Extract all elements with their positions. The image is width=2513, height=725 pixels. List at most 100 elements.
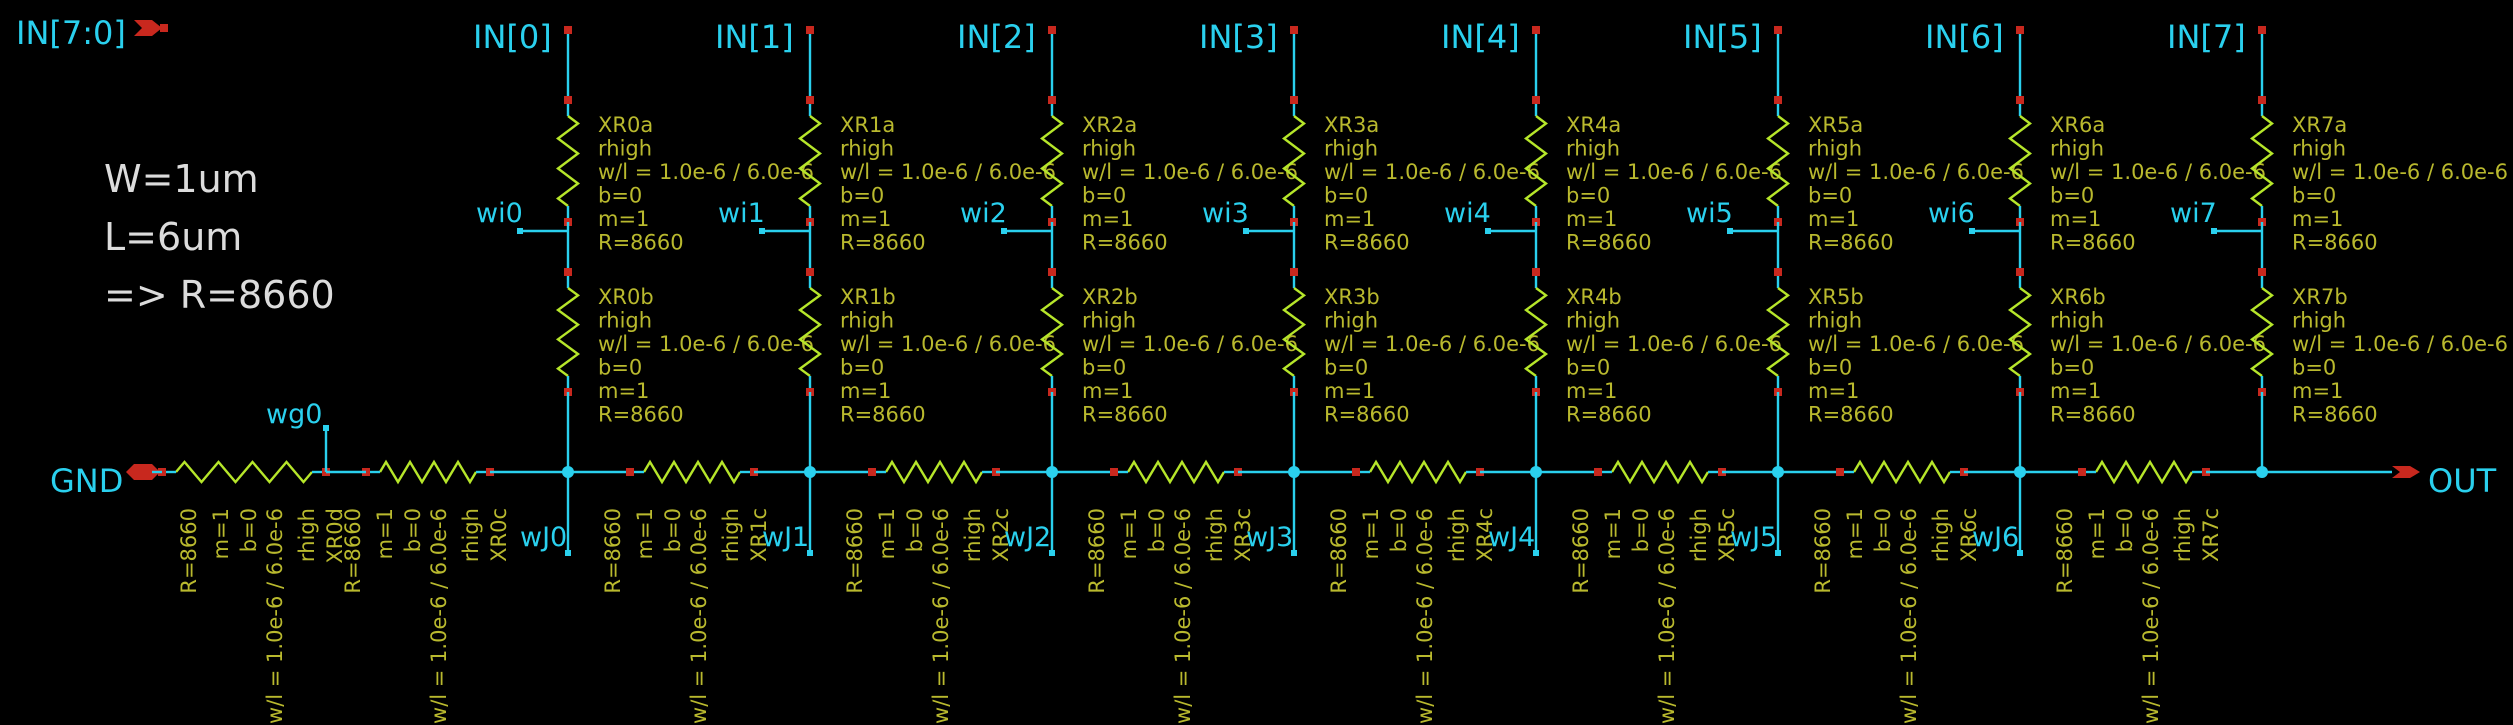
res-model: rhigh [2292,309,2346,333]
wj-dot-2 [1049,550,1055,556]
hres-label-3: w/l = 1.0e-6 / 6.0e-6 [687,508,711,724]
res-model: rhigh [598,309,652,333]
resistor-icon [1040,115,1064,207]
hres-pin-left [1594,468,1602,476]
res-value: R=8660 [598,403,684,427]
wi-dot-1 [759,228,765,234]
resistor-icon [175,460,313,484]
wj-dot-3 [1291,550,1297,556]
hres-label-5: XR6c [1957,508,1981,562]
res-m: m=1 [598,379,649,403]
res-b: b=0 [840,356,884,380]
hres-label-3: w/l = 1.0e-6 / 6.0e-6 [1655,508,1679,724]
res-name: XR5a [1808,113,1863,137]
hres-label-3: w/l = 1.0e-6 / 6.0e-6 [1171,508,1195,724]
resistor-icon [1524,115,1548,207]
wi-label-4: wi4 [1444,198,1491,229]
res-name: XR1b [840,285,896,309]
res-model: rhigh [1324,309,1378,333]
resistor-icon [1039,287,1065,377]
bus-port-in[interactable]: IN[7:0] [16,14,168,52]
resistor-icon [798,115,822,207]
resistor-icon [2094,459,2194,485]
res-wl: w/l = 1.0e-6 / 6.0e-6 [598,332,814,356]
res-wl: w/l = 1.0e-6 / 6.0e-6 [1566,332,1782,356]
res-model: rhigh [2050,309,2104,333]
resistor-icon [1126,459,1226,485]
res-b: b=0 [840,184,884,208]
hres-label-0: R=8660 [843,508,867,594]
gnd-port[interactable]: GND [50,462,160,500]
hres-label-1: m=1 [875,508,899,559]
res-value: R=8660 [2292,231,2378,255]
hres-label-1: m=1 [2085,508,2109,559]
hres-label-3: w/l = 1.0e-6 / 6.0e-6 [2139,508,2163,724]
res-model: rhigh [1082,137,1136,161]
res-model: rhigh [1566,137,1620,161]
bus-port-icon [134,20,162,36]
res-m: m=1 [598,207,649,231]
input-label-0: IN[0] [473,18,552,56]
top-pin-top [564,96,572,104]
res-b: b=0 [1324,356,1368,380]
res-value: R=8660 [1082,231,1168,255]
wi-dot-3 [1243,228,1249,234]
res-wl: w/l = 1.0e-6 / 6.0e-6 [2050,160,2266,184]
bottom-pin-top [564,268,572,276]
res-b: b=0 [1324,184,1368,208]
hres-pin-left [1352,468,1360,476]
res-value: R=8660 [1324,403,1410,427]
bottom-pin-top [2258,268,2266,276]
input-pin-6 [2016,26,2024,34]
design-notes: W=1um L=6um => R=8660 [104,157,335,317]
hres-label-0: R=8660 [1327,508,1351,594]
res-wl: w/l = 1.0e-6 / 6.0e-6 [1324,332,1540,356]
out-port[interactable]: OUT [2392,462,2497,500]
resistor-icon [1852,459,1952,485]
wi-label-6: wi6 [1928,198,1975,229]
res-model: rhigh [2292,137,2346,161]
wj-dot-0 [565,550,571,556]
wj-label-1: wJ1 [762,522,809,553]
res-b: b=0 [2292,184,2336,208]
res-m: m=1 [840,207,891,231]
hres-label-3: w/l = 1.0e-6 / 6.0e-6 [427,508,451,724]
hres-label-3: w/l = 1.0e-6 / 6.0e-6 [263,508,287,724]
wj-label-5: wJ5 [1730,522,1777,553]
wi-label-1: wi1 [718,198,765,229]
resistor-icon [2249,287,2275,377]
hres-label-1: m=1 [1117,508,1141,559]
bottom-pin-top [2016,268,2024,276]
res-m: m=1 [1808,379,1859,403]
res-wl: w/l = 1.0e-6 / 6.0e-6 [1808,160,2024,184]
res-name: XR7b [2292,285,2348,309]
top-pin-top [1774,96,1782,104]
